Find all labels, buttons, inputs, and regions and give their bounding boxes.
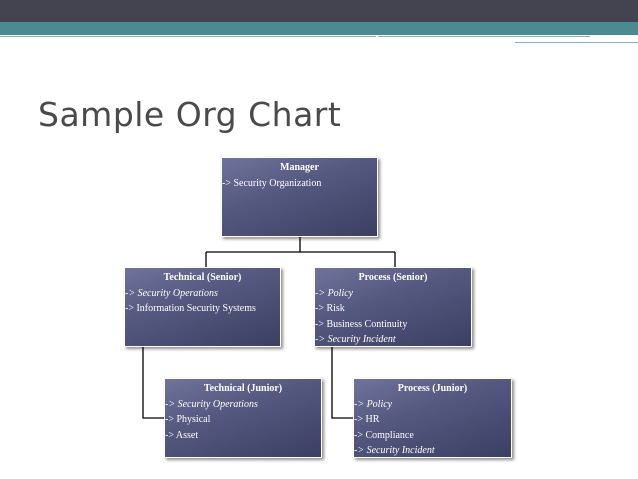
- node-title: Process (Senior): [358, 272, 428, 283]
- node-technical-junior: Technical (Junior) -> Security Operation…: [164, 378, 322, 458]
- connector-to-process-junior: [331, 347, 353, 419]
- node-title: Process (Junior): [397, 383, 468, 394]
- node-line: -> Physical: [165, 414, 211, 425]
- header-rule: [515, 42, 638, 43]
- node-process-senior: Process (Senior) -> Policy -> Risk -> Bu…: [314, 267, 472, 347]
- node-line: -> Risk: [315, 303, 345, 314]
- node-line: -> Asset: [165, 429, 199, 441]
- node-line: -> HR: [354, 414, 380, 425]
- node-line: -> Business Continuity: [315, 318, 408, 330]
- node-line: -> Security Organization: [222, 177, 322, 189]
- node-title: Manager: [280, 162, 319, 173]
- header-rule: [0, 36, 376, 37]
- header-dark-bar: [0, 0, 638, 22]
- node-line: -> Security Incident: [354, 445, 435, 456]
- node-process-junior: Process (Junior) -> Policy -> HR -> Comp…: [353, 378, 512, 458]
- node-line: -> Security Operations: [125, 287, 218, 299]
- node-line: -> Policy: [354, 398, 393, 410]
- node-line: -> Compliance: [354, 429, 414, 441]
- node-manager: Manager -> Security Organization: [221, 157, 378, 237]
- node-line: -> Security Incident: [315, 334, 396, 345]
- slide-title: Sample Org Chart: [38, 95, 342, 134]
- node-line: -> Policy: [315, 287, 354, 299]
- header-accent-bar: [0, 22, 638, 35]
- header-rule: [378, 36, 590, 37]
- node-title: Technical (Junior): [203, 383, 283, 394]
- node-line: -> Security Operations: [165, 398, 258, 410]
- node-line: -> Information Security Systems: [125, 303, 256, 314]
- node-title: Technical (Senior): [163, 272, 242, 283]
- node-technical-senior: Technical (Senior) -> Security Operation…: [124, 267, 281, 347]
- connector-to-technical-junior: [142, 347, 164, 419]
